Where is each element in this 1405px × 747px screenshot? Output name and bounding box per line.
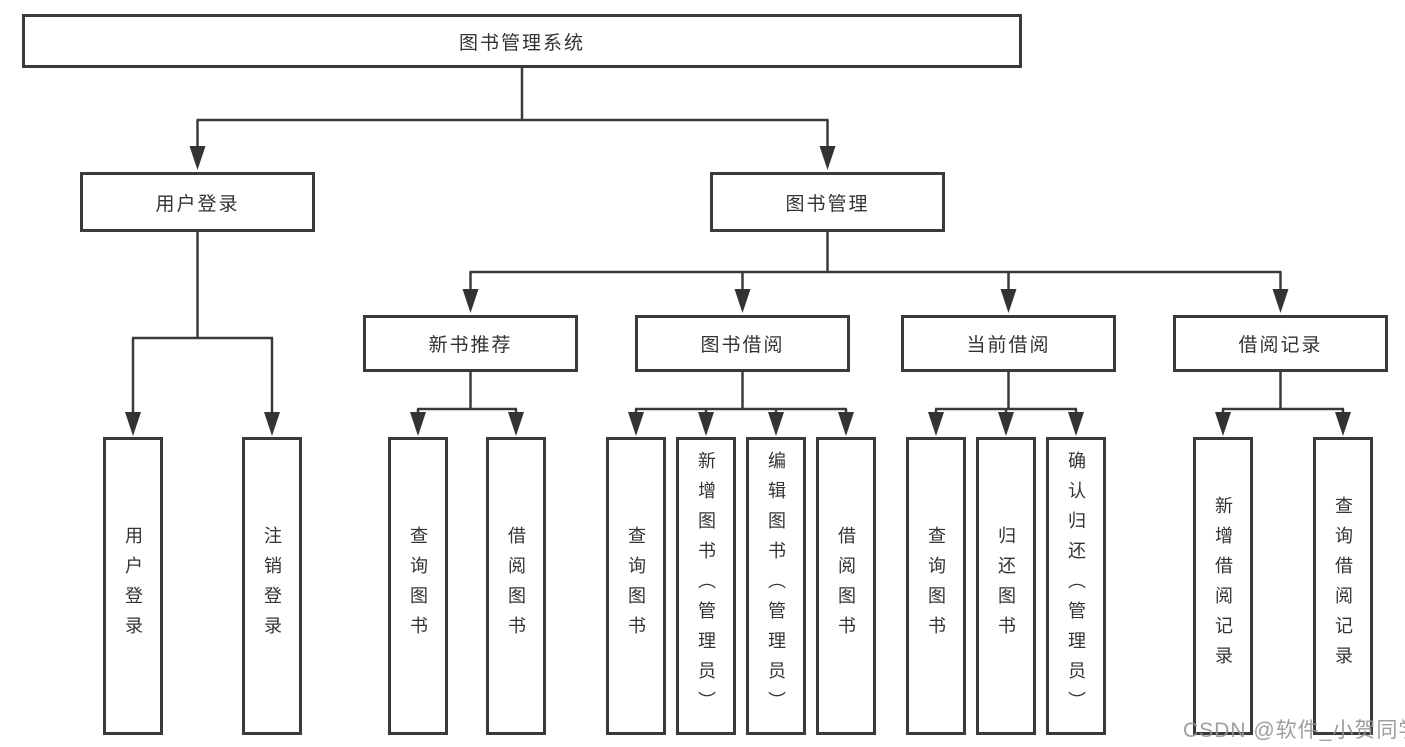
leaf-rec-query-books: 查询图书 bbox=[388, 437, 448, 735]
csdn-watermark: CSDN @软件_小贺同学 bbox=[1183, 719, 1405, 742]
node-new-book-recommend: 新书推荐 bbox=[363, 315, 578, 372]
node-book-management: 图书管理 bbox=[710, 172, 945, 232]
leaf-logout-label: 注销登录 bbox=[262, 526, 282, 646]
node-book-borrow: 图书借阅 bbox=[635, 315, 850, 372]
leaf-query-borrow-record: 查询借阅记录 bbox=[1313, 437, 1373, 735]
node-root-system: 图书管理系统 bbox=[22, 14, 1022, 68]
leaf-user-login-label: 用户登录 bbox=[123, 526, 143, 646]
leaf-add-borrow-record-label: 新增借阅记录 bbox=[1213, 496, 1233, 676]
leaf-edit-books-admin-label: 编辑图书（管理员） bbox=[766, 451, 786, 721]
leaf-edit-books-admin: 编辑图书（管理员） bbox=[746, 437, 806, 735]
leaf-query-borrow-record-label: 查询借阅记录 bbox=[1333, 496, 1353, 676]
leaf-rec-borrow-books-label: 借阅图书 bbox=[506, 526, 526, 646]
leaf-rec-query-books-label: 查询图书 bbox=[408, 526, 428, 646]
leaf-logout: 注销登录 bbox=[242, 437, 302, 735]
node-current-borrow: 当前借阅 bbox=[901, 315, 1116, 372]
leaf-confirm-return-admin: 确认归还（管理员） bbox=[1046, 437, 1106, 735]
leaf-borrow-query-books-label: 查询图书 bbox=[626, 526, 646, 646]
leaf-return-books-label: 归还图书 bbox=[996, 526, 1016, 646]
leaf-current-query-books-label: 查询图书 bbox=[926, 526, 946, 646]
leaf-confirm-return-admin-label: 确认归还（管理员） bbox=[1066, 451, 1086, 721]
leaf-user-login: 用户登录 bbox=[103, 437, 163, 735]
leaf-current-query-books: 查询图书 bbox=[906, 437, 966, 735]
leaf-add-books-admin: 新增图书（管理员） bbox=[676, 437, 736, 735]
node-user-login: 用户登录 bbox=[80, 172, 315, 232]
leaf-add-books-admin-label: 新增图书（管理员） bbox=[696, 451, 716, 721]
node-borrow-records: 借阅记录 bbox=[1173, 315, 1388, 372]
leaf-add-borrow-record: 新增借阅记录 bbox=[1193, 437, 1253, 735]
leaf-return-books: 归还图书 bbox=[976, 437, 1036, 735]
leaf-rec-borrow-books: 借阅图书 bbox=[486, 437, 546, 735]
leaf-borrow-books-label: 借阅图书 bbox=[836, 526, 856, 646]
leaf-borrow-query-books: 查询图书 bbox=[606, 437, 666, 735]
leaf-borrow-books: 借阅图书 bbox=[816, 437, 876, 735]
